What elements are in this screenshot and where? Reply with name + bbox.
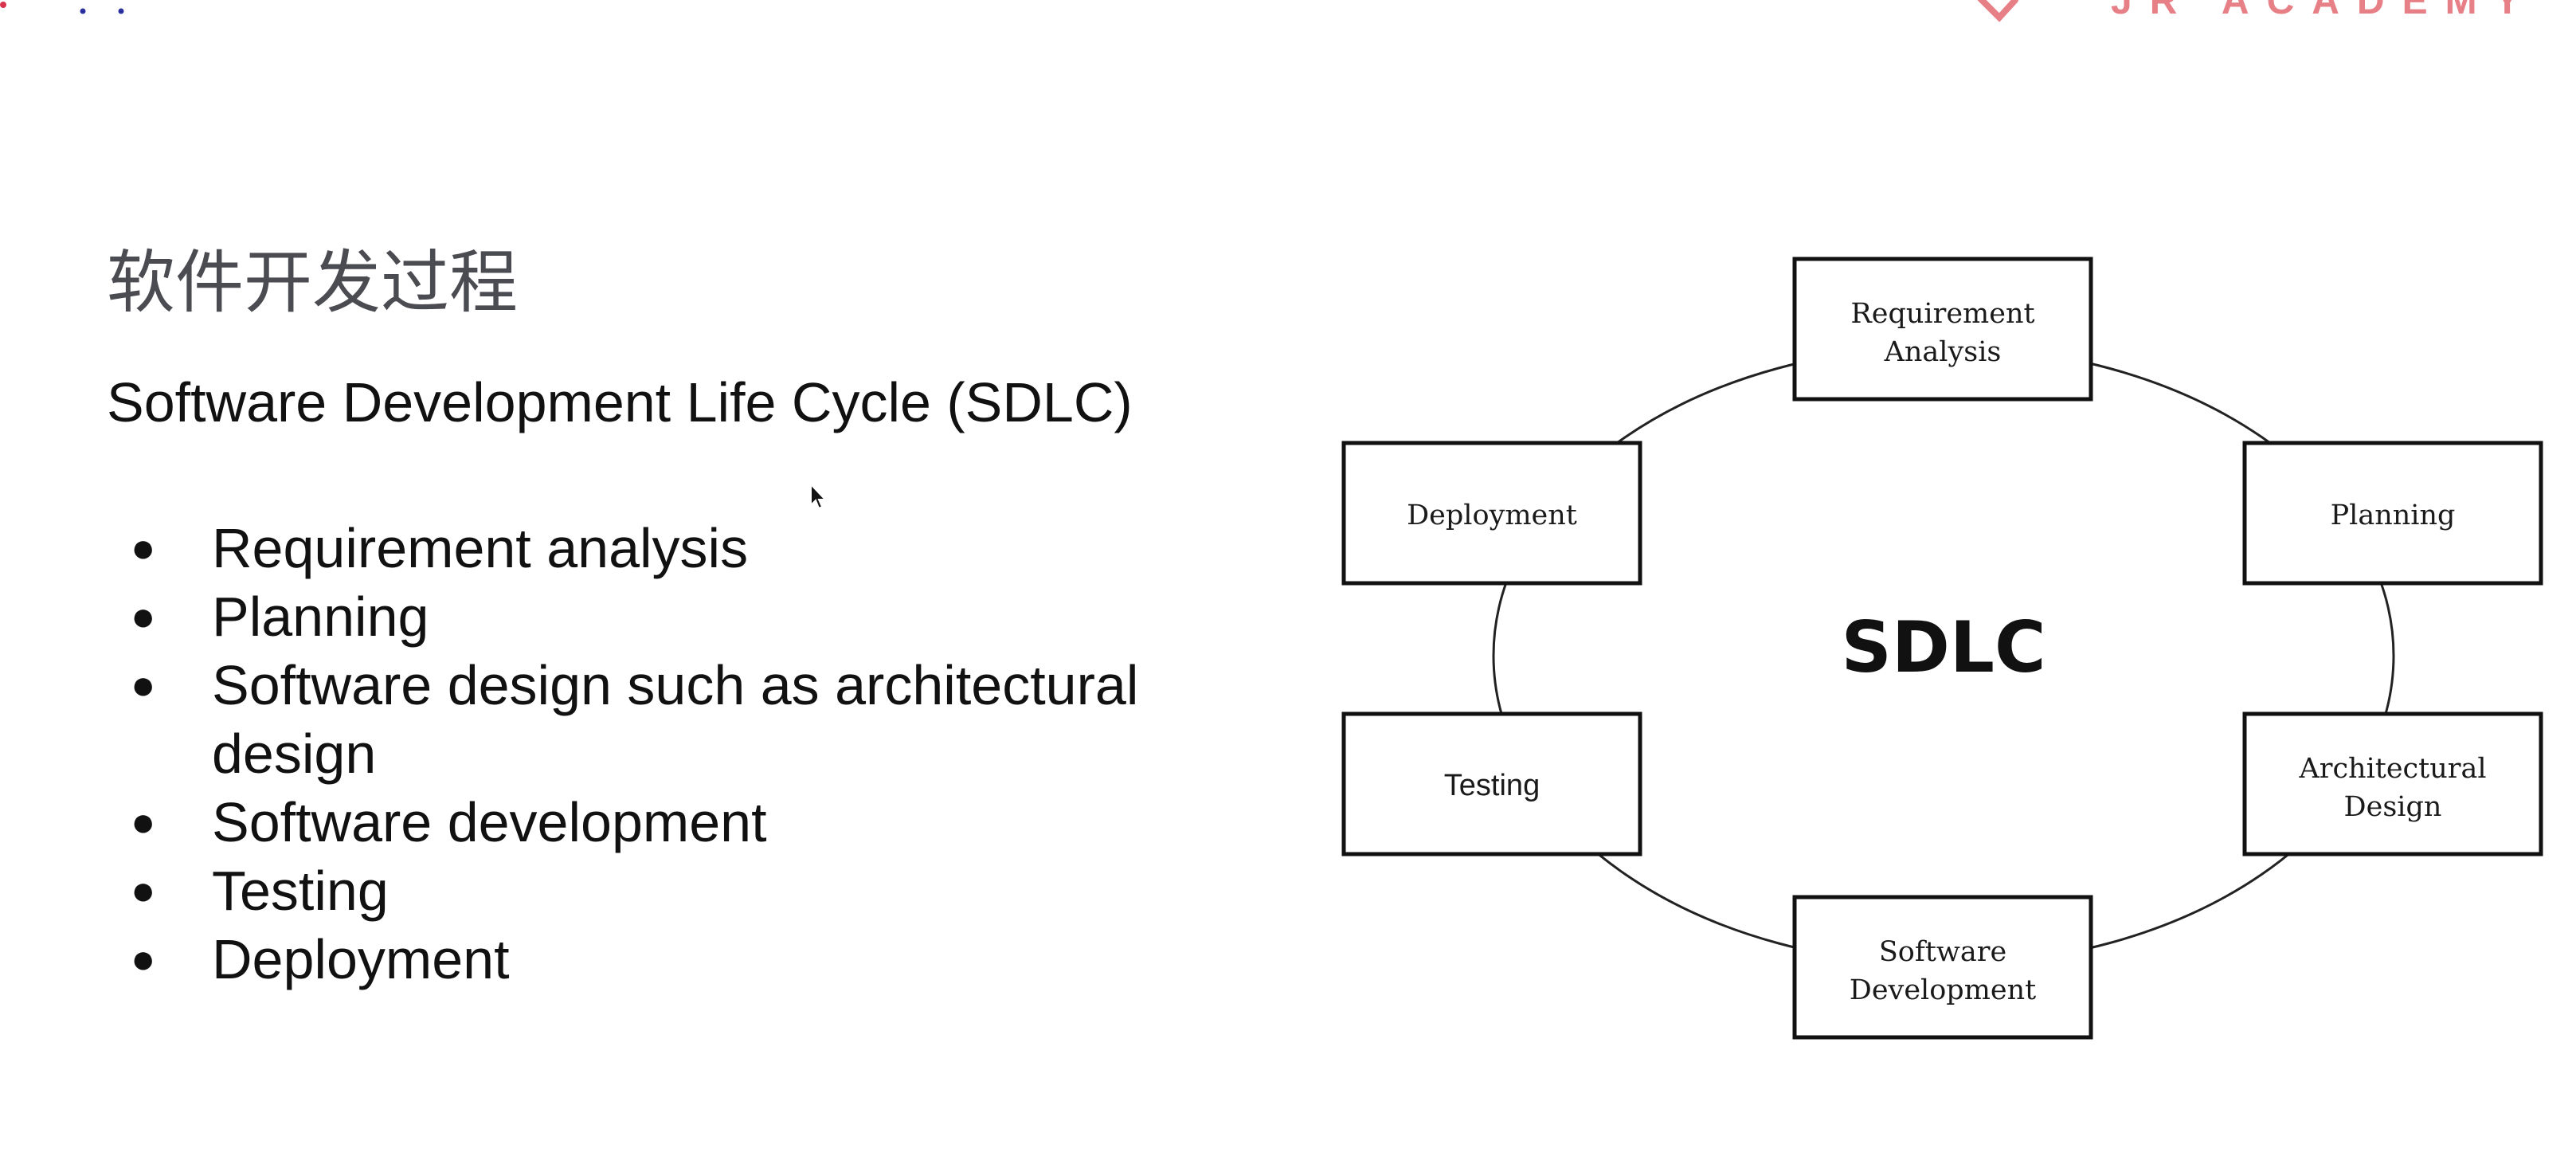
page-title: 软件开发过程 [107,243,518,323]
node-testing: Testing [1341,711,1642,856]
list-item-label: Software design such as architectural de… [212,654,1139,785]
bullet-icon: ● [131,799,156,845]
list-item-label: Requirement analysis [212,517,749,579]
list-item: ● Requirement analysis [127,514,1243,582]
bullet-icon: ● [131,936,156,982]
node-label: Requirement [1850,298,2034,330]
list-item-label: Testing [212,860,389,922]
bullet-icon: ● [131,594,156,640]
bullet-icon: ● [131,662,156,708]
list-item-label: Deployment [212,928,510,990]
jr-logo-icon [1977,0,2018,22]
node-label: Deployment [1407,500,1577,531]
list-item: ● Software design such as architectural … [127,651,1295,788]
node-label: Planning [2331,500,2456,531]
list-item-label: Software development [212,791,767,853]
sdlc-bullet-list: ● Requirement analysis ● Planning ● Soft… [127,514,1243,994]
sdlc-cycle-diagram: Requirement Analysis Planning Architectu… [1341,257,2543,1040]
mouse-pointer-icon [810,483,828,510]
node-label: Testing [1444,769,1540,802]
node-software-development: Software Development [1792,895,2093,1040]
node-label: Software [1879,936,2006,968]
list-item: ● Testing [127,856,1243,925]
page-subtitle: Software Development Life Cycle (SDLC) [107,371,1133,433]
brand-name: JR ACADEMY [2111,0,2538,22]
list-item-label: Planning [212,586,429,648]
red-dot [0,2,6,8]
node-planning: Planning [2242,441,2543,586]
node-label: Analysis [1884,336,2002,368]
bullet-icon: ● [131,525,156,571]
diagram-center-label: SDLC [1841,606,2046,688]
blue-dot [80,8,86,14]
node-label: Architectural [2298,753,2486,785]
list-item: ● Deployment [127,925,1243,994]
node-deployment: Deployment [1341,441,1642,586]
list-item: ● Planning [127,582,1243,651]
list-item: ● Software development [127,788,1243,856]
bullet-icon: ● [131,868,156,914]
brand-logo: JR ACADEMY [1975,0,2520,30]
slide-dots-decoration [0,2,124,14]
blue-dot [118,8,124,14]
node-label: Design [2344,791,2442,823]
node-requirement-analysis: Requirement Analysis [1792,257,2093,402]
node-architectural-design: Architectural Design [2242,711,2543,856]
node-label: Development [1850,974,2036,1006]
